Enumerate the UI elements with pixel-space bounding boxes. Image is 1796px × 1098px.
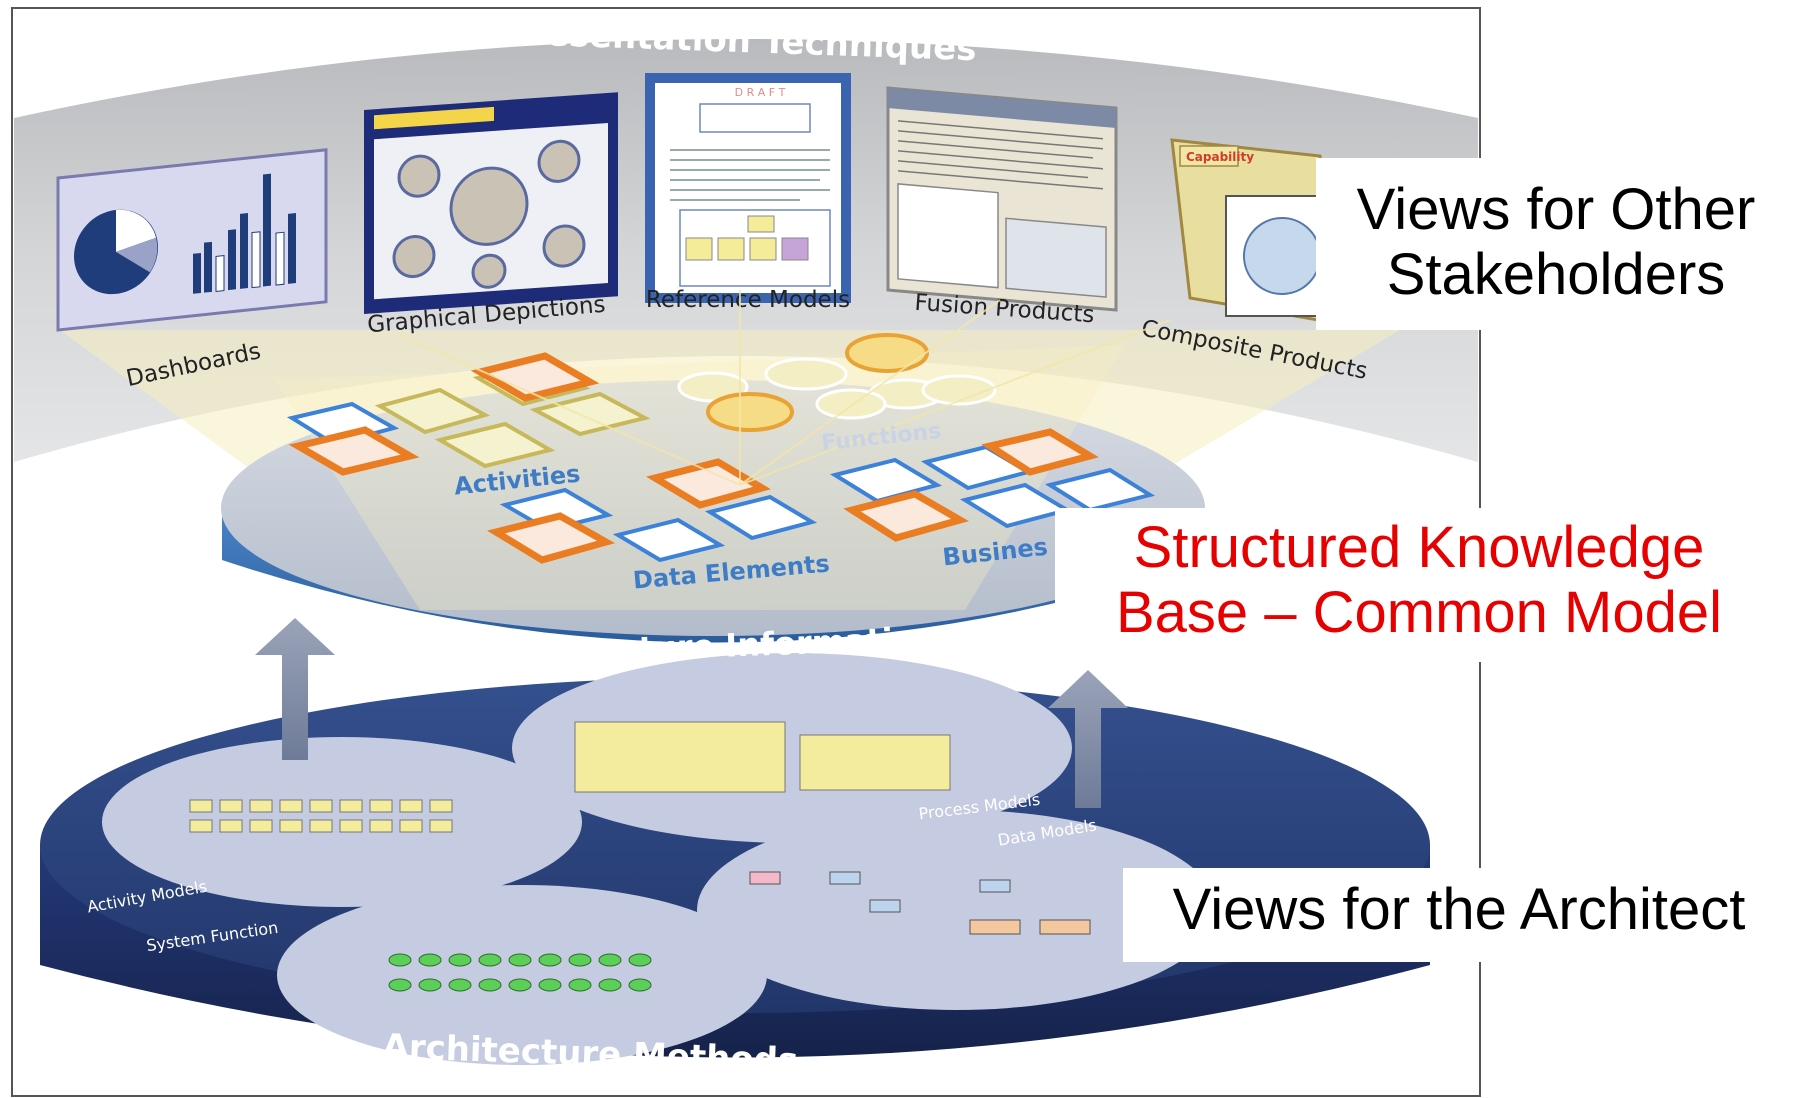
system-function-panel bbox=[277, 885, 767, 1065]
callout-knowledge-line-2: Base – Common Model bbox=[1115, 579, 1723, 645]
capability-tab-text: Capability bbox=[1186, 150, 1254, 164]
callout-other-stakeholders: Views for Other Stakeholders bbox=[1316, 158, 1796, 330]
arrow-left bbox=[255, 618, 335, 760]
callout-architect-line-1: Views for the Architect bbox=[1172, 877, 1746, 942]
callout-other-line-2: Stakeholders bbox=[1386, 241, 1726, 307]
beam-lines bbox=[399, 290, 1171, 486]
callout-knowledge-line-1: Structured Knowledge bbox=[1133, 515, 1705, 580]
dashboards-thumbnail bbox=[56, 148, 328, 332]
info-tiles bbox=[286, 333, 1156, 564]
arrow-right bbox=[1048, 670, 1128, 808]
data-model-panel bbox=[697, 810, 1217, 1010]
graphical-depictions-thumbnail bbox=[364, 92, 618, 314]
draft-stamp-text: D R A F T bbox=[735, 86, 786, 99]
label-reference-models: Reference Models bbox=[646, 287, 850, 313]
architecture-methods-disc bbox=[40, 653, 1430, 1065]
callout-other-line-1: Views for Other bbox=[1356, 177, 1756, 242]
callout-knowledge-base: Structured Knowledge Base – Common Model bbox=[1055, 508, 1783, 662]
process-model-panel bbox=[512, 653, 1072, 843]
composite-products-thumbnail: Capability bbox=[1170, 138, 1332, 324]
callout-architect: Views for the Architect bbox=[1123, 868, 1795, 962]
fusion-products-thumbnail bbox=[886, 86, 1118, 312]
reference-models-thumbnail: D R A F T bbox=[645, 73, 851, 303]
